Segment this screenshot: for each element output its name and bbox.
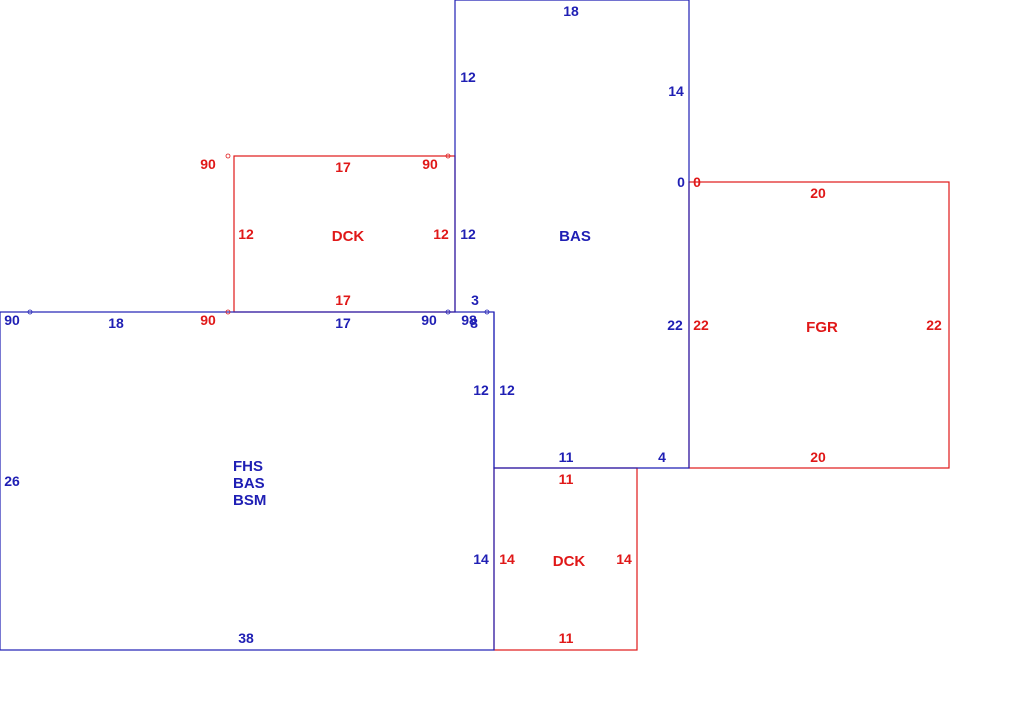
- dim-label: 18: [108, 315, 124, 331]
- dim-label: 0: [693, 174, 701, 190]
- angle-label: 98: [461, 312, 477, 328]
- dim-label: 18: [563, 3, 579, 19]
- dim-label: 12: [499, 382, 515, 398]
- dim-label: 20: [810, 185, 826, 201]
- dim-label: 26: [4, 473, 20, 489]
- dim-label: 12: [460, 69, 476, 85]
- dim-label: 12: [238, 226, 254, 242]
- dim-label: 17: [335, 315, 351, 331]
- angle-label: 90: [200, 156, 216, 172]
- dim-label: 14: [499, 551, 515, 567]
- dim-label: 22: [667, 317, 683, 333]
- dim-label: 12: [433, 226, 449, 242]
- area-label-dck-bottom: DCK: [553, 553, 586, 570]
- dim-label: 38: [238, 630, 254, 646]
- main-outline: [0, 311, 495, 651]
- dim-label: 3: [471, 292, 479, 308]
- area-label-main-1: FHS: [233, 458, 263, 475]
- dim-label: 12: [473, 382, 489, 398]
- angle-label: 90: [422, 156, 438, 172]
- dim-label: 17: [335, 292, 351, 308]
- area-label-main-2: BAS: [233, 475, 265, 492]
- angle-marker: [484, 309, 490, 315]
- dim-label: 4: [658, 449, 666, 465]
- angle-marker: [445, 309, 451, 315]
- angle-marker: [225, 309, 231, 315]
- dim-label: 17: [335, 159, 351, 175]
- angle-label: 90: [421, 312, 437, 328]
- dim-label: 14: [668, 83, 684, 99]
- area-label-main-3: BSM: [233, 492, 266, 509]
- dim-label: 22: [693, 317, 709, 333]
- dim-label: 0: [677, 174, 685, 190]
- angle-marker: [27, 309, 33, 315]
- dim-label: 14: [473, 551, 489, 567]
- angle-label: 90: [4, 312, 20, 328]
- angle-marker: [445, 153, 451, 159]
- area-label-bas: BAS: [559, 228, 591, 245]
- dim-label: 12: [460, 226, 476, 242]
- dim-label: 11: [559, 630, 574, 646]
- angle-label: 90: [200, 312, 216, 328]
- dim-label: 20: [810, 449, 826, 465]
- dim-label: 11: [559, 471, 574, 487]
- dim-label: 11: [559, 449, 574, 465]
- area-label-dck-top: DCK: [332, 228, 365, 245]
- dim-label: 22: [926, 317, 942, 333]
- area-label-fgr: FGR: [806, 319, 838, 336]
- angle-marker: [225, 153, 231, 159]
- dim-label: 8: [470, 315, 478, 331]
- dim-label: 14: [616, 551, 632, 567]
